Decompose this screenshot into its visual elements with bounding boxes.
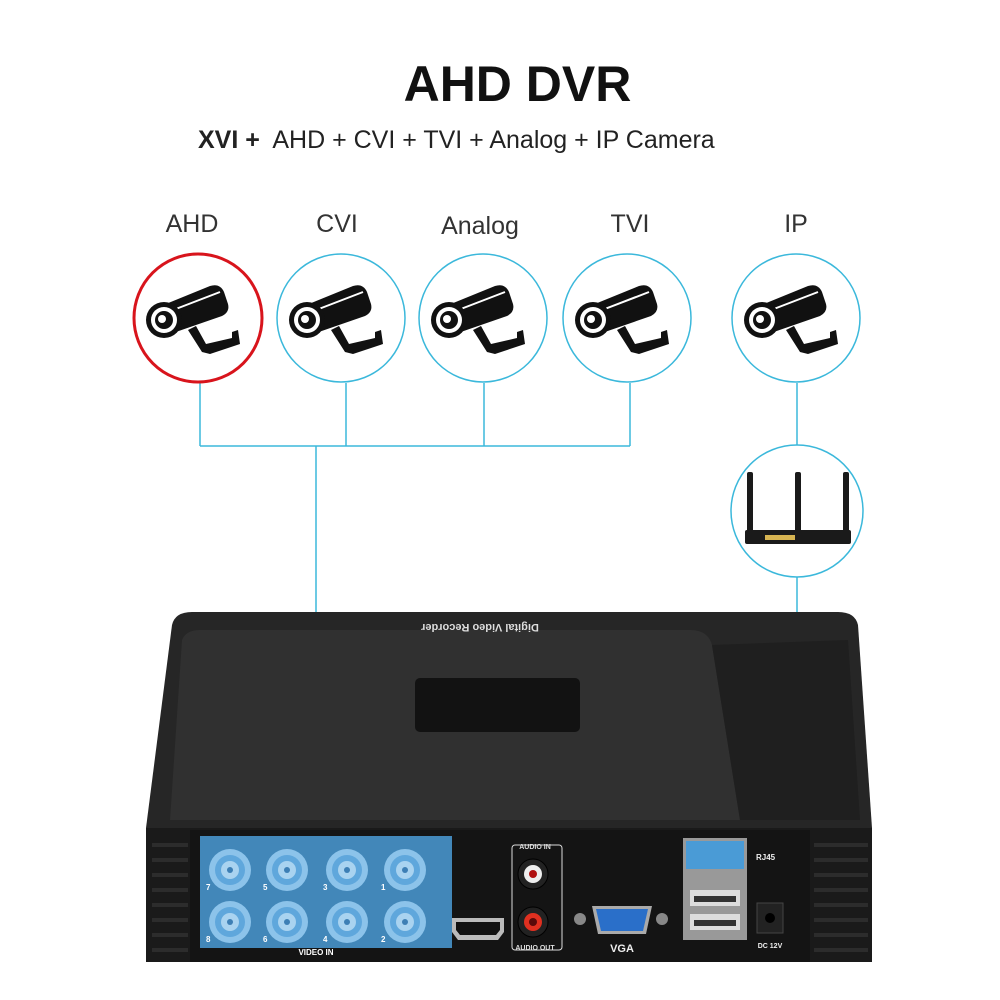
channel-number: 1 bbox=[381, 883, 386, 892]
subtitle-lead: XVI + bbox=[198, 126, 260, 154]
audio-ports: AUDIO IN AUDIO OUT bbox=[511, 844, 563, 952]
bnc-connector: 1 bbox=[381, 849, 426, 892]
router-icon bbox=[730, 444, 864, 578]
camera-analog bbox=[418, 253, 548, 383]
channel-number: 2 bbox=[381, 935, 386, 944]
camera-cvi bbox=[276, 253, 406, 383]
network-usb-ports: RJ45 bbox=[683, 838, 776, 940]
subtitle-rest: AHD + CVI + TVI + Analog + IP Camera bbox=[259, 126, 715, 154]
video-in-label: VIDEO IN bbox=[298, 948, 333, 957]
bnc-connector: 4 bbox=[323, 901, 368, 944]
audio-in-label: AUDIO IN bbox=[519, 844, 551, 851]
camera-tvi bbox=[562, 253, 692, 383]
camera-label-ip: IP bbox=[784, 210, 808, 238]
channel-number: 8 bbox=[206, 935, 211, 944]
bnc-connector: 8 bbox=[206, 901, 251, 944]
bnc-connector: 7 bbox=[206, 849, 251, 892]
channel-number: 3 bbox=[323, 883, 328, 892]
audio-out-label: AUDIO OUT bbox=[515, 945, 555, 952]
bnc-connector: 3 bbox=[323, 849, 368, 892]
camera-label-tvi: TVI bbox=[610, 210, 650, 238]
channel-number: 5 bbox=[263, 883, 268, 892]
channel-number: 6 bbox=[263, 935, 268, 944]
subtitle: XVI + AHD + CVI + TVI + Analog + IP Came… bbox=[198, 126, 715, 155]
bnc-connector: 5 bbox=[263, 849, 308, 892]
camera-ip bbox=[731, 253, 861, 383]
dvr-brand-text: Digital Video Recorder bbox=[420, 621, 538, 633]
camera-label-ahd: AHD bbox=[165, 210, 219, 238]
dc-label: DC 12V bbox=[758, 943, 783, 950]
vga-label: VGA bbox=[610, 943, 634, 955]
bnc-connector: 2 bbox=[381, 901, 426, 944]
dc-power-port: DC 12V bbox=[756, 902, 784, 950]
vga-port: VGA bbox=[574, 906, 668, 955]
channel-number: 4 bbox=[323, 935, 328, 944]
video-in-panel: VIDEO IN 7 5 3 1 8 6 4 2 bbox=[200, 836, 452, 957]
camera-label-cvi: CVI bbox=[316, 210, 358, 238]
camera-label-analog: Analog bbox=[441, 212, 519, 240]
page-title: AHD DVR bbox=[403, 56, 632, 112]
rj45-label: RJ45 bbox=[756, 853, 776, 862]
channel-number: 7 bbox=[206, 883, 211, 892]
camera-ahd bbox=[132, 252, 264, 384]
bnc-connector: 6 bbox=[263, 901, 308, 944]
